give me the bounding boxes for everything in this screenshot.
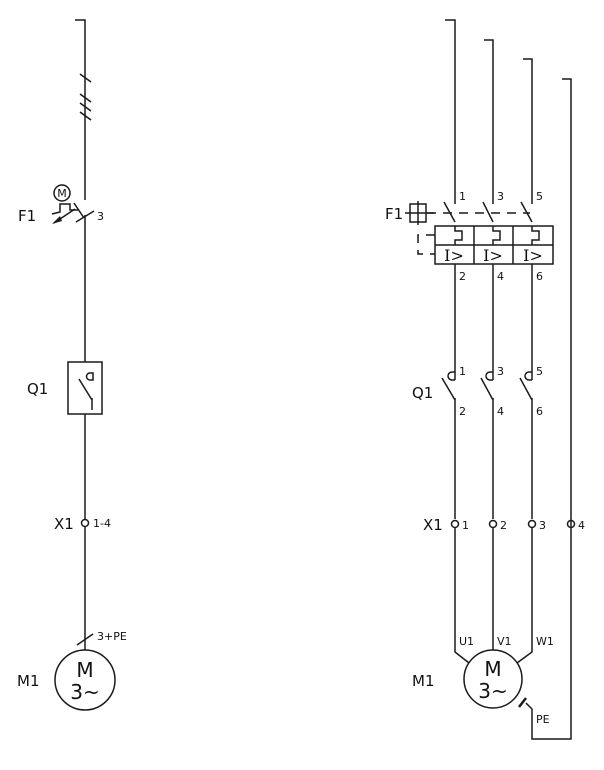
phase-l1 xyxy=(445,19,456,204)
svg-text:1: 1 xyxy=(459,365,466,378)
f1-circuit-breaker: I> I> I> F1 xyxy=(385,201,554,265)
f1-label: F1 xyxy=(385,205,403,223)
svg-text:6: 6 xyxy=(536,270,543,283)
svg-text:W1: W1 xyxy=(536,635,554,648)
f1-terminal: 3 xyxy=(97,210,104,223)
svg-text:V1: V1 xyxy=(497,635,512,648)
svg-text:1: 1 xyxy=(459,190,466,203)
motor-actuator-icon xyxy=(53,184,71,202)
svg-text:2: 2 xyxy=(500,519,507,532)
svg-text:2: 2 xyxy=(459,405,466,418)
q1-switch: Q1 xyxy=(27,361,103,519)
protective-earth xyxy=(525,78,572,740)
x1-label: X1 xyxy=(423,516,443,534)
x1-label: X1 xyxy=(54,515,74,533)
svg-text:M: M xyxy=(76,658,93,682)
svg-text:3~: 3~ xyxy=(70,680,99,704)
m1-motor: M 3~ U1 V1 W1 PE M1 xyxy=(412,635,554,726)
q1-label: Q1 xyxy=(27,380,48,398)
f1-label: F1 xyxy=(18,207,36,225)
phase-l2 xyxy=(484,39,494,204)
svg-text:4: 4 xyxy=(497,270,504,283)
x1-terminal: X1 1-4 xyxy=(54,515,111,650)
svg-text:3~: 3~ xyxy=(478,679,507,703)
svg-text:3: 3 xyxy=(497,365,504,378)
x1-terminal-range: 1-4 xyxy=(93,517,111,530)
phase-l3 xyxy=(523,58,533,204)
x1-terminal-block: X1 1 2 3 4 xyxy=(423,516,585,534)
svg-text:3: 3 xyxy=(497,190,504,203)
cable-label: 3+PE xyxy=(97,630,127,643)
svg-text:6: 6 xyxy=(536,405,543,418)
svg-text:M: M xyxy=(57,187,67,200)
svg-text:I>: I> xyxy=(444,246,464,265)
svg-text:5: 5 xyxy=(536,190,543,203)
q1-switch: 1 3 5 2 4 6 Q1 xyxy=(412,365,543,418)
multi-line-diagram: 1 3 5 I> I> I> F1 2 xyxy=(385,19,585,740)
svg-text:2: 2 xyxy=(459,270,466,283)
svg-text:5: 5 xyxy=(536,365,543,378)
m1-label: M1 xyxy=(17,672,40,690)
svg-text:M: M xyxy=(484,657,501,681)
svg-text:4: 4 xyxy=(497,405,504,418)
m1-motor: 3+PE M 3~ M1 xyxy=(17,630,127,711)
svg-text:U1: U1 xyxy=(459,635,474,648)
svg-text:3: 3 xyxy=(539,519,546,532)
svg-text:I>: I> xyxy=(523,246,543,265)
svg-text:1: 1 xyxy=(462,519,469,532)
svg-text:PE: PE xyxy=(536,713,550,726)
supply-line xyxy=(75,19,86,200)
m1-label: M1 xyxy=(412,672,435,690)
svg-text:4: 4 xyxy=(578,519,585,532)
q1-label: Q1 xyxy=(412,384,433,402)
single-line-diagram: M F1 3 Q1 X1 1-4 3 xyxy=(17,19,127,711)
arrow-icon xyxy=(52,216,62,224)
f1-motor-protection-switch: M F1 3 xyxy=(18,184,104,362)
switch-blade xyxy=(73,202,85,219)
handle-icon xyxy=(405,201,434,225)
earth-tick xyxy=(518,697,527,708)
thermal-actuator xyxy=(51,203,78,215)
svg-text:I>: I> xyxy=(483,246,503,265)
three-phase-ticks xyxy=(79,73,92,121)
